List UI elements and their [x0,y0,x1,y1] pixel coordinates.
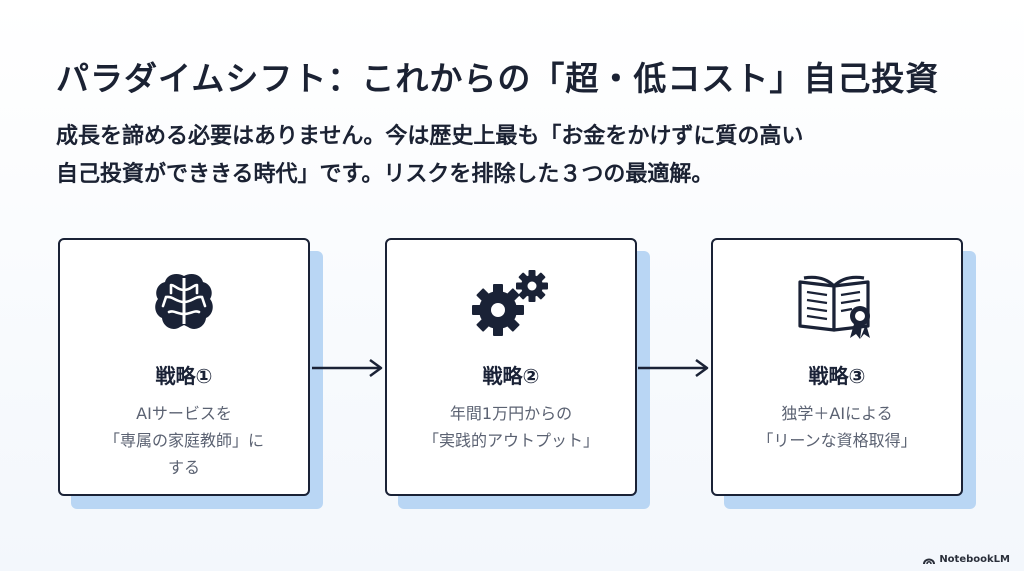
arrow-right-icon [312,358,383,378]
strategy-card-1: 戦略① AIサービスを 「専属の家庭教師」に する [58,238,323,509]
book-certificate-icon [713,268,961,339]
desc-line: 「実践的アウトプット」 [422,431,599,450]
strategy-label: 戦略① [155,364,213,388]
desc-line: する [167,458,200,477]
strategy-description: 年間1万円からの 「実践的アウトプット」 [397,400,625,454]
strategy-description: AIサービスを 「専属の家庭教師」に する [70,400,298,481]
desc-line: 「リーンな資格取得」 [757,431,917,450]
brain-icon [60,268,308,338]
page-subtitle: 成長を諦める必要はありません。今は歴史上最も「お金をかけずに質の高い 自己投資が… [56,118,976,194]
card-body: 戦略② 年間1万円からの 「実践的アウトプット」 [385,238,637,496]
desc-line: AIサービスを [136,404,232,423]
desc-line: 年間1万円からの [449,404,573,423]
notebooklm-logo-icon [923,558,936,564]
strategy-label: 戦略② [482,364,540,388]
page-title: パラダイムシフト：これからの「超・低コスト」自己投資 [56,59,940,98]
strategy-description: 独学＋AIによる 「リーンな資格取得」 [723,400,951,454]
badge-label: NotebookLM [939,554,1010,565]
notebooklm-badge: NotebookLM [923,554,1010,565]
gears-icon [387,268,635,338]
strategy-card-3: 戦略③ 独学＋AIによる 「リーンな資格取得」 [711,238,976,509]
subtitle-line-1: 成長を諦める必要はありません。今は歴史上最も「お金をかけずに質の高い [56,124,804,149]
strategy-label: 戦略③ [808,364,866,388]
arrow-right-icon [638,358,709,378]
card-body: 戦略③ 独学＋AIによる 「リーンな資格取得」 [711,238,963,496]
desc-line: 独学＋AIによる [781,404,893,423]
card-body: 戦略① AIサービスを 「専属の家庭教師」に する [58,238,310,496]
subtitle-line-2: 自己投資ができきる時代」です。リスクを排除した３つの最適解。 [56,162,714,187]
strategy-card-2: 戦略② 年間1万円からの 「実践的アウトプット」 [385,238,650,509]
desc-line: 「専属の家庭教師」に [103,431,264,450]
